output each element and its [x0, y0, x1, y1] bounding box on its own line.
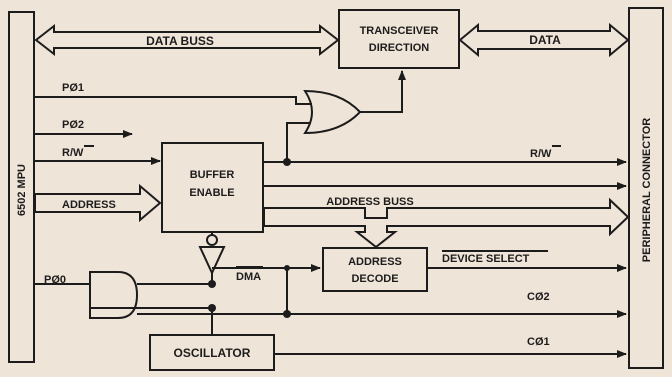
address-decode-block: ADDRESS DECODE: [322, 247, 428, 292]
phi2-mpu-label: PØ2: [62, 119, 84, 131]
address-decode-label-line1: ADDRESS: [348, 256, 402, 268]
phi1-mpu-label: PØ1: [62, 82, 84, 94]
buffer-enable-block: BUFFER ENABLE: [161, 142, 264, 233]
c-phi2-decode-junction-dot: [284, 265, 290, 271]
c-phi2-label: CØ2: [527, 291, 550, 303]
address-buss-arrow: [263, 197, 630, 249]
transceiver-label-line1: TRANSCEIVER: [360, 25, 439, 37]
dma-line: [137, 273, 213, 285]
transceiver-direction-block: TRANSCEIVER DIRECTION: [338, 9, 460, 69]
data-buss-label: DATA BUSS: [146, 34, 214, 48]
address-buss-label: ADDRESS BUSS: [326, 196, 413, 208]
dma-junction-dot: [208, 280, 216, 288]
rw-junction-dot: [283, 158, 291, 166]
data-label: DATA: [529, 33, 561, 47]
device-select-label: DEVICE SELECT: [442, 253, 530, 265]
buffer-label-line1: BUFFER: [190, 169, 235, 181]
phi0-label: PØ0: [44, 274, 66, 286]
inverter-bubble: [206, 234, 218, 246]
peripheral-connector-block: PERIPHERAL CONNECTOR: [628, 7, 664, 369]
phi1-line: [35, 96, 312, 105]
mpu-label: 6502 MPU: [16, 164, 28, 216]
or-gate: [303, 89, 362, 135]
and-gate: [89, 271, 139, 319]
dma-label: DMA: [236, 271, 261, 283]
address-decode-label-line2: DECODE: [351, 273, 398, 285]
mpu-block: 6502 MPU: [8, 11, 35, 363]
address-in-arrow: [34, 183, 162, 223]
oscillator-block: OSCILLATOR: [149, 334, 275, 371]
transceiver-label-line2: DIRECTION: [369, 42, 430, 54]
oscillator-label: OSCILLATOR: [174, 346, 251, 360]
peripheral-connector-label: PERIPHERAL CONNECTOR: [641, 118, 653, 263]
rw-right-label: R/W: [530, 148, 552, 160]
data-arrow: [458, 22, 630, 58]
rw-left-label: R/W: [62, 147, 84, 159]
buffer-label-line2: ENABLE: [189, 187, 234, 199]
c-phi1-label: CØ1: [527, 336, 550, 348]
or-input-rw-line: [286, 122, 311, 162]
inverter: [198, 246, 226, 276]
address-label: ADDRESS: [62, 199, 116, 211]
or-to-transceiver-line: [360, 70, 406, 113]
